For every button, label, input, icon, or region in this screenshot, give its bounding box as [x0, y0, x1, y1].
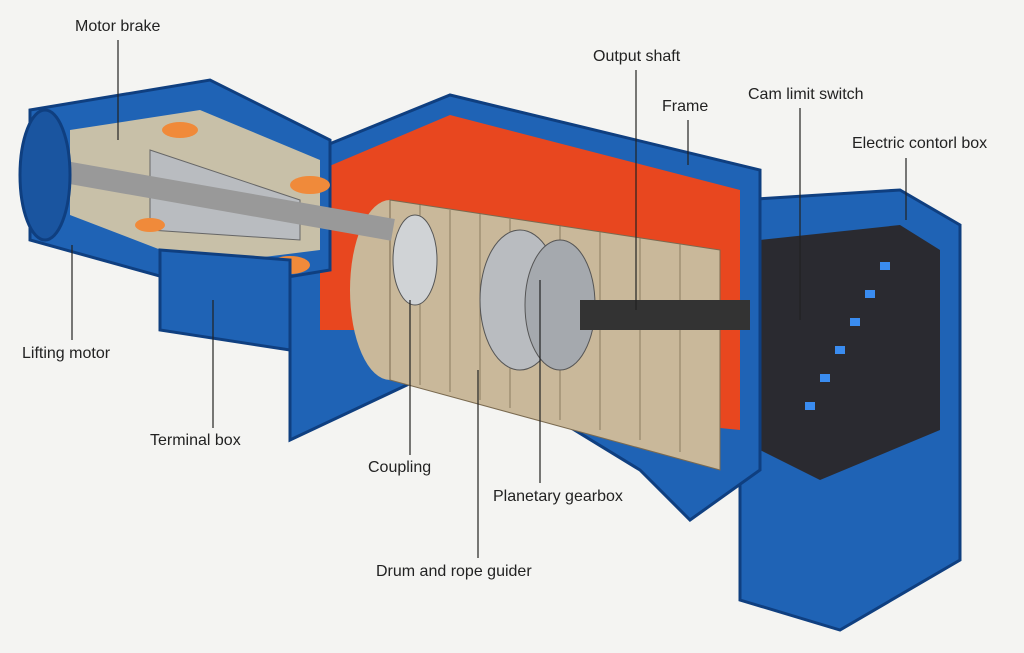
- motor-brake: [18, 108, 72, 242]
- label-drum-and-rope-guider: Drum and rope guider: [376, 563, 532, 580]
- label-planetary-gearbox: Planetary gearbox: [493, 488, 623, 505]
- motor-shaft: [56, 160, 395, 241]
- output-shaft: [580, 300, 750, 330]
- label-motor-brake: Motor brake: [75, 18, 161, 35]
- coupling: [392, 214, 438, 306]
- label-coupling: Coupling: [368, 459, 432, 476]
- label-frame: Frame: [662, 98, 709, 115]
- leader-lines: [71, 40, 907, 558]
- switch-indicators: [805, 262, 890, 410]
- label-cam-limit-switch: Cam limit switch: [748, 86, 864, 103]
- cam-limit-switch-panel: [760, 225, 940, 480]
- terminal-box: [158, 248, 292, 352]
- label-terminal-box: Terminal box: [150, 432, 241, 449]
- label-electric-control-box: Electric contorl box: [852, 135, 988, 152]
- label-output-shaft: Output shaft: [593, 48, 681, 65]
- label-lifting-motor: Lifting motor: [22, 345, 111, 362]
